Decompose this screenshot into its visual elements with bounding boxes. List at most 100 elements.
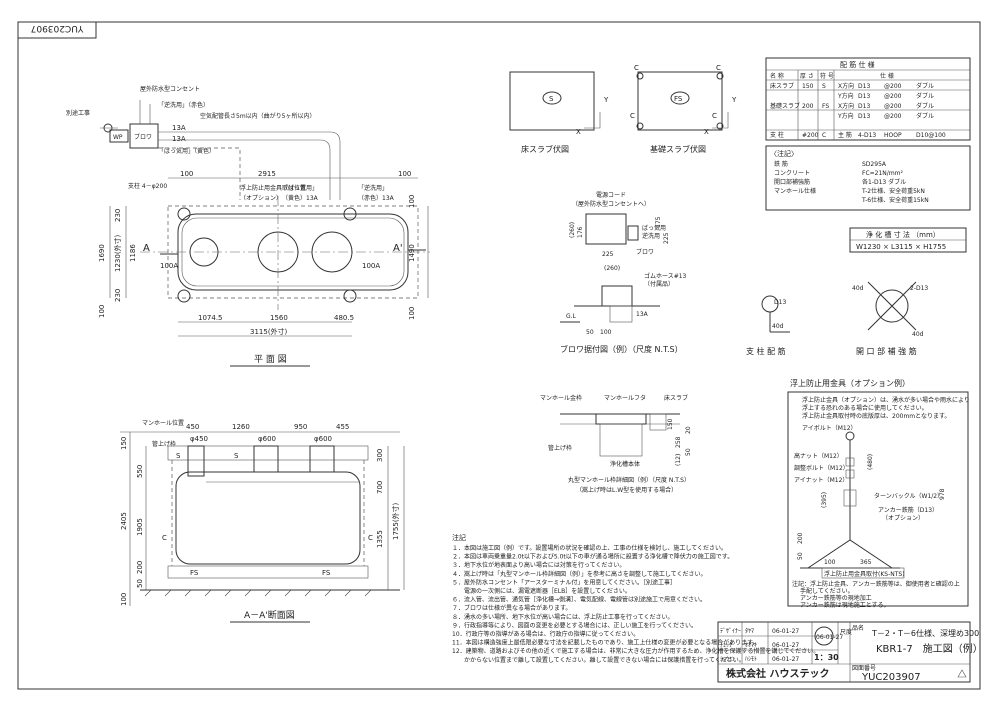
rebar-cell: 支 柱 bbox=[770, 131, 784, 139]
plan-label-wp: WP bbox=[113, 134, 123, 141]
section-title: A－A'断面図 bbox=[244, 609, 295, 621]
plan-sec-a2: A' bbox=[393, 243, 403, 254]
plan-dim-4805: 480.5 bbox=[334, 314, 354, 322]
title-drawing-name: KBR1-7 施工図（例） bbox=[876, 642, 983, 655]
floor-slab-title: 床スラブ伏図 bbox=[521, 144, 569, 154]
rebar-cell: ダブル bbox=[916, 112, 934, 120]
rebar-cell: HOOP bbox=[884, 132, 902, 139]
anchor-label-eyebolt: アイボルト（M12） bbox=[802, 424, 857, 432]
spec-key: 開口部補強筋 bbox=[774, 178, 810, 186]
slab-y1: Y bbox=[603, 96, 609, 104]
anchor-label-bracket: 浮上防止用金具取付(KS-NTS) bbox=[824, 570, 905, 578]
title-person: ﾊｼﾓﾄ bbox=[745, 656, 757, 663]
blower-label-blower: ブロワ bbox=[636, 248, 654, 256]
section-mark-fs1: FS bbox=[190, 569, 199, 577]
blower-dim-50: 50 bbox=[586, 329, 594, 336]
anchor-dim-480: (480) bbox=[867, 454, 874, 470]
title-scale: 1：30 bbox=[814, 653, 839, 662]
manhole-dim-150: 150 bbox=[667, 418, 674, 430]
anchor-label-adjbolt: 調整ボルト（M12） bbox=[794, 464, 849, 472]
blower-dim-175: 175 bbox=[655, 216, 662, 228]
spec-value: T-2仕様、安全荷重5kN bbox=[861, 187, 925, 195]
title-number: YUC203907 bbox=[861, 672, 921, 683]
column-title: 支 柱 配 筋 bbox=[746, 346, 786, 356]
title-spec-line: T－2・T－6仕様、深埋め300 bbox=[871, 628, 979, 638]
general-note-line: １．本図は施工図（例）です。設置場所の状況を確認の上、工事の仕様を検討し、施工し… bbox=[452, 544, 727, 552]
slab-x1: X bbox=[576, 128, 581, 136]
slab-c1: C bbox=[634, 64, 639, 72]
tank-size: 浄 化 槽 寸 法 （mm） W1230 × L3115 × H1755 bbox=[849, 227, 967, 253]
title-date: 06-01-27 bbox=[772, 628, 799, 635]
blower-detail: 電源コード （屋外防水型コンセントへ） ばっ気用 逆洗用 ブロワ (260) 1… bbox=[560, 191, 687, 354]
wp-box bbox=[109, 129, 129, 143]
plan-dim-100-r2: 100 bbox=[408, 307, 416, 320]
slab-c2: C bbox=[716, 64, 721, 72]
section-dim-phi600b: φ600 bbox=[314, 435, 332, 443]
section-view: マンホール位置 管上げ枠 450 1260 950 455 φ450 φ600 … bbox=[120, 419, 405, 623]
opening-label-40d: 40d bbox=[852, 285, 864, 292]
plan-label-anchor: 浮上防止用金具取付位置 bbox=[240, 184, 306, 192]
opening-title: 開 口 部 補 強 筋 bbox=[856, 346, 917, 356]
section-mark-fs2: FS bbox=[322, 569, 331, 577]
spec-value: FC=21N/mm² bbox=[862, 170, 904, 177]
blower-box bbox=[129, 123, 159, 149]
plan-label-air-left-color: （黄色）13A bbox=[282, 194, 319, 202]
slab-c3: C bbox=[630, 112, 635, 120]
general-note-line: 11．本図は構造強度上最低限必要な寸法を記載したものであり、施工上仕様の変更が必… bbox=[452, 639, 759, 647]
blower-label-rev: 逆洗用 bbox=[642, 232, 660, 240]
section-floor-slab bbox=[167, 445, 369, 461]
base-slab-title: 基礎スラブ伏図 bbox=[650, 144, 706, 154]
section-dim-550: 550 bbox=[136, 465, 144, 478]
top-stamp-text: YUC203907 bbox=[31, 23, 85, 33]
section-label-pipe-top: 管上げ枠 bbox=[152, 440, 176, 448]
section-mark-s2: S bbox=[234, 452, 239, 460]
section-base-slab bbox=[167, 565, 369, 579]
blower-dim-100: 100 bbox=[600, 329, 612, 336]
plan-label-blower: ブロワ bbox=[134, 133, 152, 141]
plan-dim-230b: 230 bbox=[114, 289, 122, 302]
title-role: ｼｮｳﾆﾝ bbox=[720, 656, 735, 663]
section-dim-1755: 1755(外寸) bbox=[391, 502, 400, 540]
rebar-cell: 150 bbox=[802, 83, 814, 90]
plan-dim-3115: 3115(外寸) bbox=[250, 327, 288, 336]
plan-dim-1186: 1186 bbox=[129, 244, 137, 262]
opening-label-2d13: 2-D13 bbox=[910, 285, 928, 292]
manhole-label-cover: マンホールフタ bbox=[604, 394, 646, 402]
blower-label-gl: G.L bbox=[566, 313, 577, 320]
anchor-label-turnbuckle: ターンバックル（W1/2） bbox=[874, 492, 943, 500]
title-date: 06-01-27 bbox=[772, 656, 799, 663]
spec-key: マンホール仕様 bbox=[774, 187, 816, 195]
general-note-line: ９．行政指導等により、図面の変更を必要とする場合には、正しい施工を行ってください… bbox=[452, 621, 697, 629]
plan-dim-100-top: 100 bbox=[180, 170, 193, 178]
manhole-label-body: 浄化槽本体 bbox=[610, 460, 640, 468]
plan-dim-100a-r: 100A bbox=[362, 262, 380, 270]
section-dim-2405: 2405 bbox=[120, 512, 128, 530]
blower-label-rubber2: （付属品） bbox=[644, 280, 674, 288]
blower-label-cord: 電源コード bbox=[596, 191, 626, 199]
general-note-line: 12．建築物、道路およびその他の近くで施工する場合は、非常に大きな圧力が作用する… bbox=[452, 647, 819, 655]
anchor-note3: 浮上防止金具取付時の底版厚は、200mmとなります。 bbox=[802, 412, 950, 420]
rebar-cell: @200 bbox=[884, 83, 902, 90]
slab-c4: C bbox=[712, 112, 717, 120]
top-stamp: YUC203907 bbox=[17, 21, 97, 39]
rebar-cell: @200 bbox=[884, 103, 902, 110]
blower-dim-225: 225 bbox=[663, 232, 670, 244]
rebar-cell: #200 bbox=[802, 132, 819, 139]
general-note-line: 電源の一次側には、漏電遮断器［ELB］を設置してください。 bbox=[452, 587, 631, 595]
general-notes: 注記 １．本図は施工図（例）です。設置場所の状況を確認の上、工事の仕様を検討し、… bbox=[452, 533, 819, 664]
column-label-40d: 40d bbox=[772, 323, 784, 330]
rebar-cell: D13 bbox=[858, 113, 870, 120]
blower-label-outlet: （屋外防水型コンセントへ） bbox=[572, 200, 650, 208]
section-dim-phi600a: φ600 bbox=[258, 435, 276, 443]
rebar-header: 厚 さ bbox=[800, 73, 814, 80]
plan-label-13a-2: 13A bbox=[172, 135, 186, 143]
rebar-cell: D10@100 bbox=[916, 132, 946, 139]
anchor-footnote4: アンカー鉄筋は現地施工とする。 bbox=[800, 601, 890, 609]
general-note-line: ４．嵩上げ時は「丸型マンホール枠詳細図（例）」を参考に高さを調整して施工してくだ… bbox=[452, 570, 706, 578]
plan-dim-100-left: 100 bbox=[98, 305, 106, 318]
plan-dim-100a-l: 100A bbox=[160, 262, 178, 270]
opening-rebar: 40d 2-D13 40d 開 口 部 補 強 筋 bbox=[852, 281, 928, 356]
